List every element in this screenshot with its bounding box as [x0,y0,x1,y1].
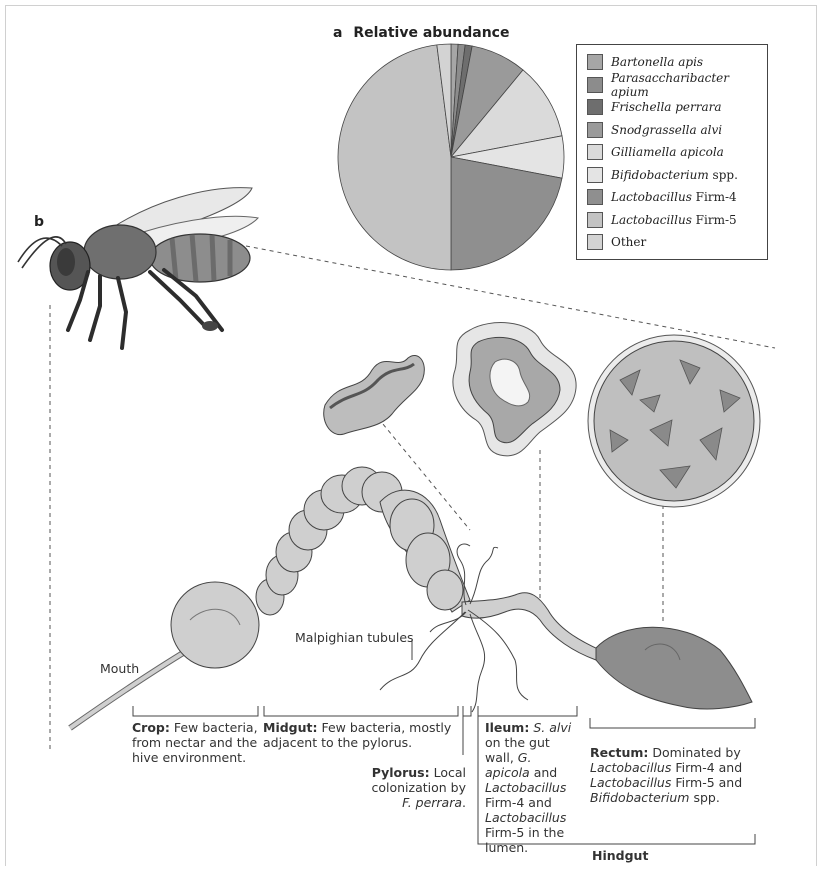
malpighian-label: Malpighian tubules [295,630,414,645]
rectum-text-2: Firm-4 and [671,760,742,775]
rectum-species-1: Lactobacillus [590,760,671,775]
pylorus-species: F. perrara [402,795,462,810]
rectum-shape [596,627,752,709]
ileum-text-4: Firm-5 in the lumen. [485,825,564,855]
ileum-bracket [478,706,577,716]
legend-label: Other [611,235,646,249]
crop-shape [171,582,259,668]
midgut-bracket [264,706,458,716]
pylorus-cross-section [324,355,425,434]
legend-label: spp. [709,168,738,182]
pie-chart [338,44,564,270]
legend-swatch [587,189,603,205]
legend-swatch [587,77,603,93]
mouth-label: Mouth [100,661,139,676]
legend-item: Lactobacillus Firm-4 [587,188,737,206]
legend-item: Parasaccharibacter apium [587,76,767,94]
honeybee-illustration [18,188,258,348]
legend-item: Gilliamella apicola [587,143,724,161]
pie-slice-7 [338,45,451,270]
pylorus-text-2: . [462,795,466,810]
legend-label-italic: Lactobacillus [611,213,692,227]
legend-swatch [587,144,603,160]
legend-item: Snodgrassella alvi [587,121,722,139]
ileum-species-1: S. alvi [533,720,571,735]
legend-swatch [587,54,603,70]
rectum-text-1: Dominated by [648,745,740,760]
legend-label-italic: Parasaccharibacter apium [611,71,767,99]
legend-item: Bartonella apis [587,53,703,71]
legend-label-italic: Gilliamella apicola [611,145,724,159]
legend-swatch [587,212,603,228]
legend-label: Firm-4 [692,190,737,204]
rectum-species-3: Bifidobacterium [590,790,689,805]
ileum-species-3: Lactobacillus [485,780,566,795]
legend-item: Bifidobacterium spp. [587,166,738,184]
legend-swatch [587,122,603,138]
legend-item: Frischella perrara [587,98,722,116]
ileum-shape [462,593,600,660]
ileum-title: Ileum: [485,720,529,735]
legend-label: Firm-5 [692,213,737,227]
pylorus-description: Pylorus: Local colonization by F. perrar… [370,765,466,810]
midgut-title: Midgut: [263,720,318,735]
rectum-text-3: Firm-5 and [671,775,742,790]
pylorus-title: Pylorus: [372,765,430,780]
ileum-text-3: Firm-4 and [485,795,552,810]
legend-item: Lactobacillus Firm-5 [587,211,737,229]
gut-illustration [70,467,752,728]
hindgut-label: Hindgut [592,848,648,863]
rectum-description: Rectum: Dominated by Lactobacillus Firm-… [590,745,758,805]
rectum-species-2: Lactobacillus [590,775,671,790]
rectum-text-4: spp. [689,790,719,805]
legend-item: Other [587,233,646,251]
rectum-cross-section [588,335,760,507]
crop-title: Crop: [132,720,170,735]
ileum-text-2: and [530,765,558,780]
legend-label-italic: Bifidobacterium [611,168,709,182]
legend-label-italic: Snodgrassella alvi [611,123,722,137]
rectum-title: Rectum: [590,745,648,760]
rectum-bracket [590,718,755,728]
midgut-shape [256,467,470,615]
ileum-species-4: Lactobacillus [485,810,566,825]
legend-swatch [587,167,603,183]
ileum-cross-section [453,323,576,456]
crop-description: Crop: Few bacteria, from nectar and the … [132,720,260,765]
legend-swatch [587,99,603,115]
pylorus-bracket [463,706,471,716]
crop-bracket [133,706,258,716]
legend-label-italic: Frischella perrara [611,100,722,114]
legend-label-italic: Lactobacillus [611,190,692,204]
legend-swatch [587,234,603,250]
ileum-description: Ileum: S. alvi on the gut wall, G. apico… [485,720,575,855]
legend-label-italic: Bartonella apis [611,55,703,69]
midgut-description: Midgut: Few bacteria, mostly adjacent to… [263,720,453,750]
